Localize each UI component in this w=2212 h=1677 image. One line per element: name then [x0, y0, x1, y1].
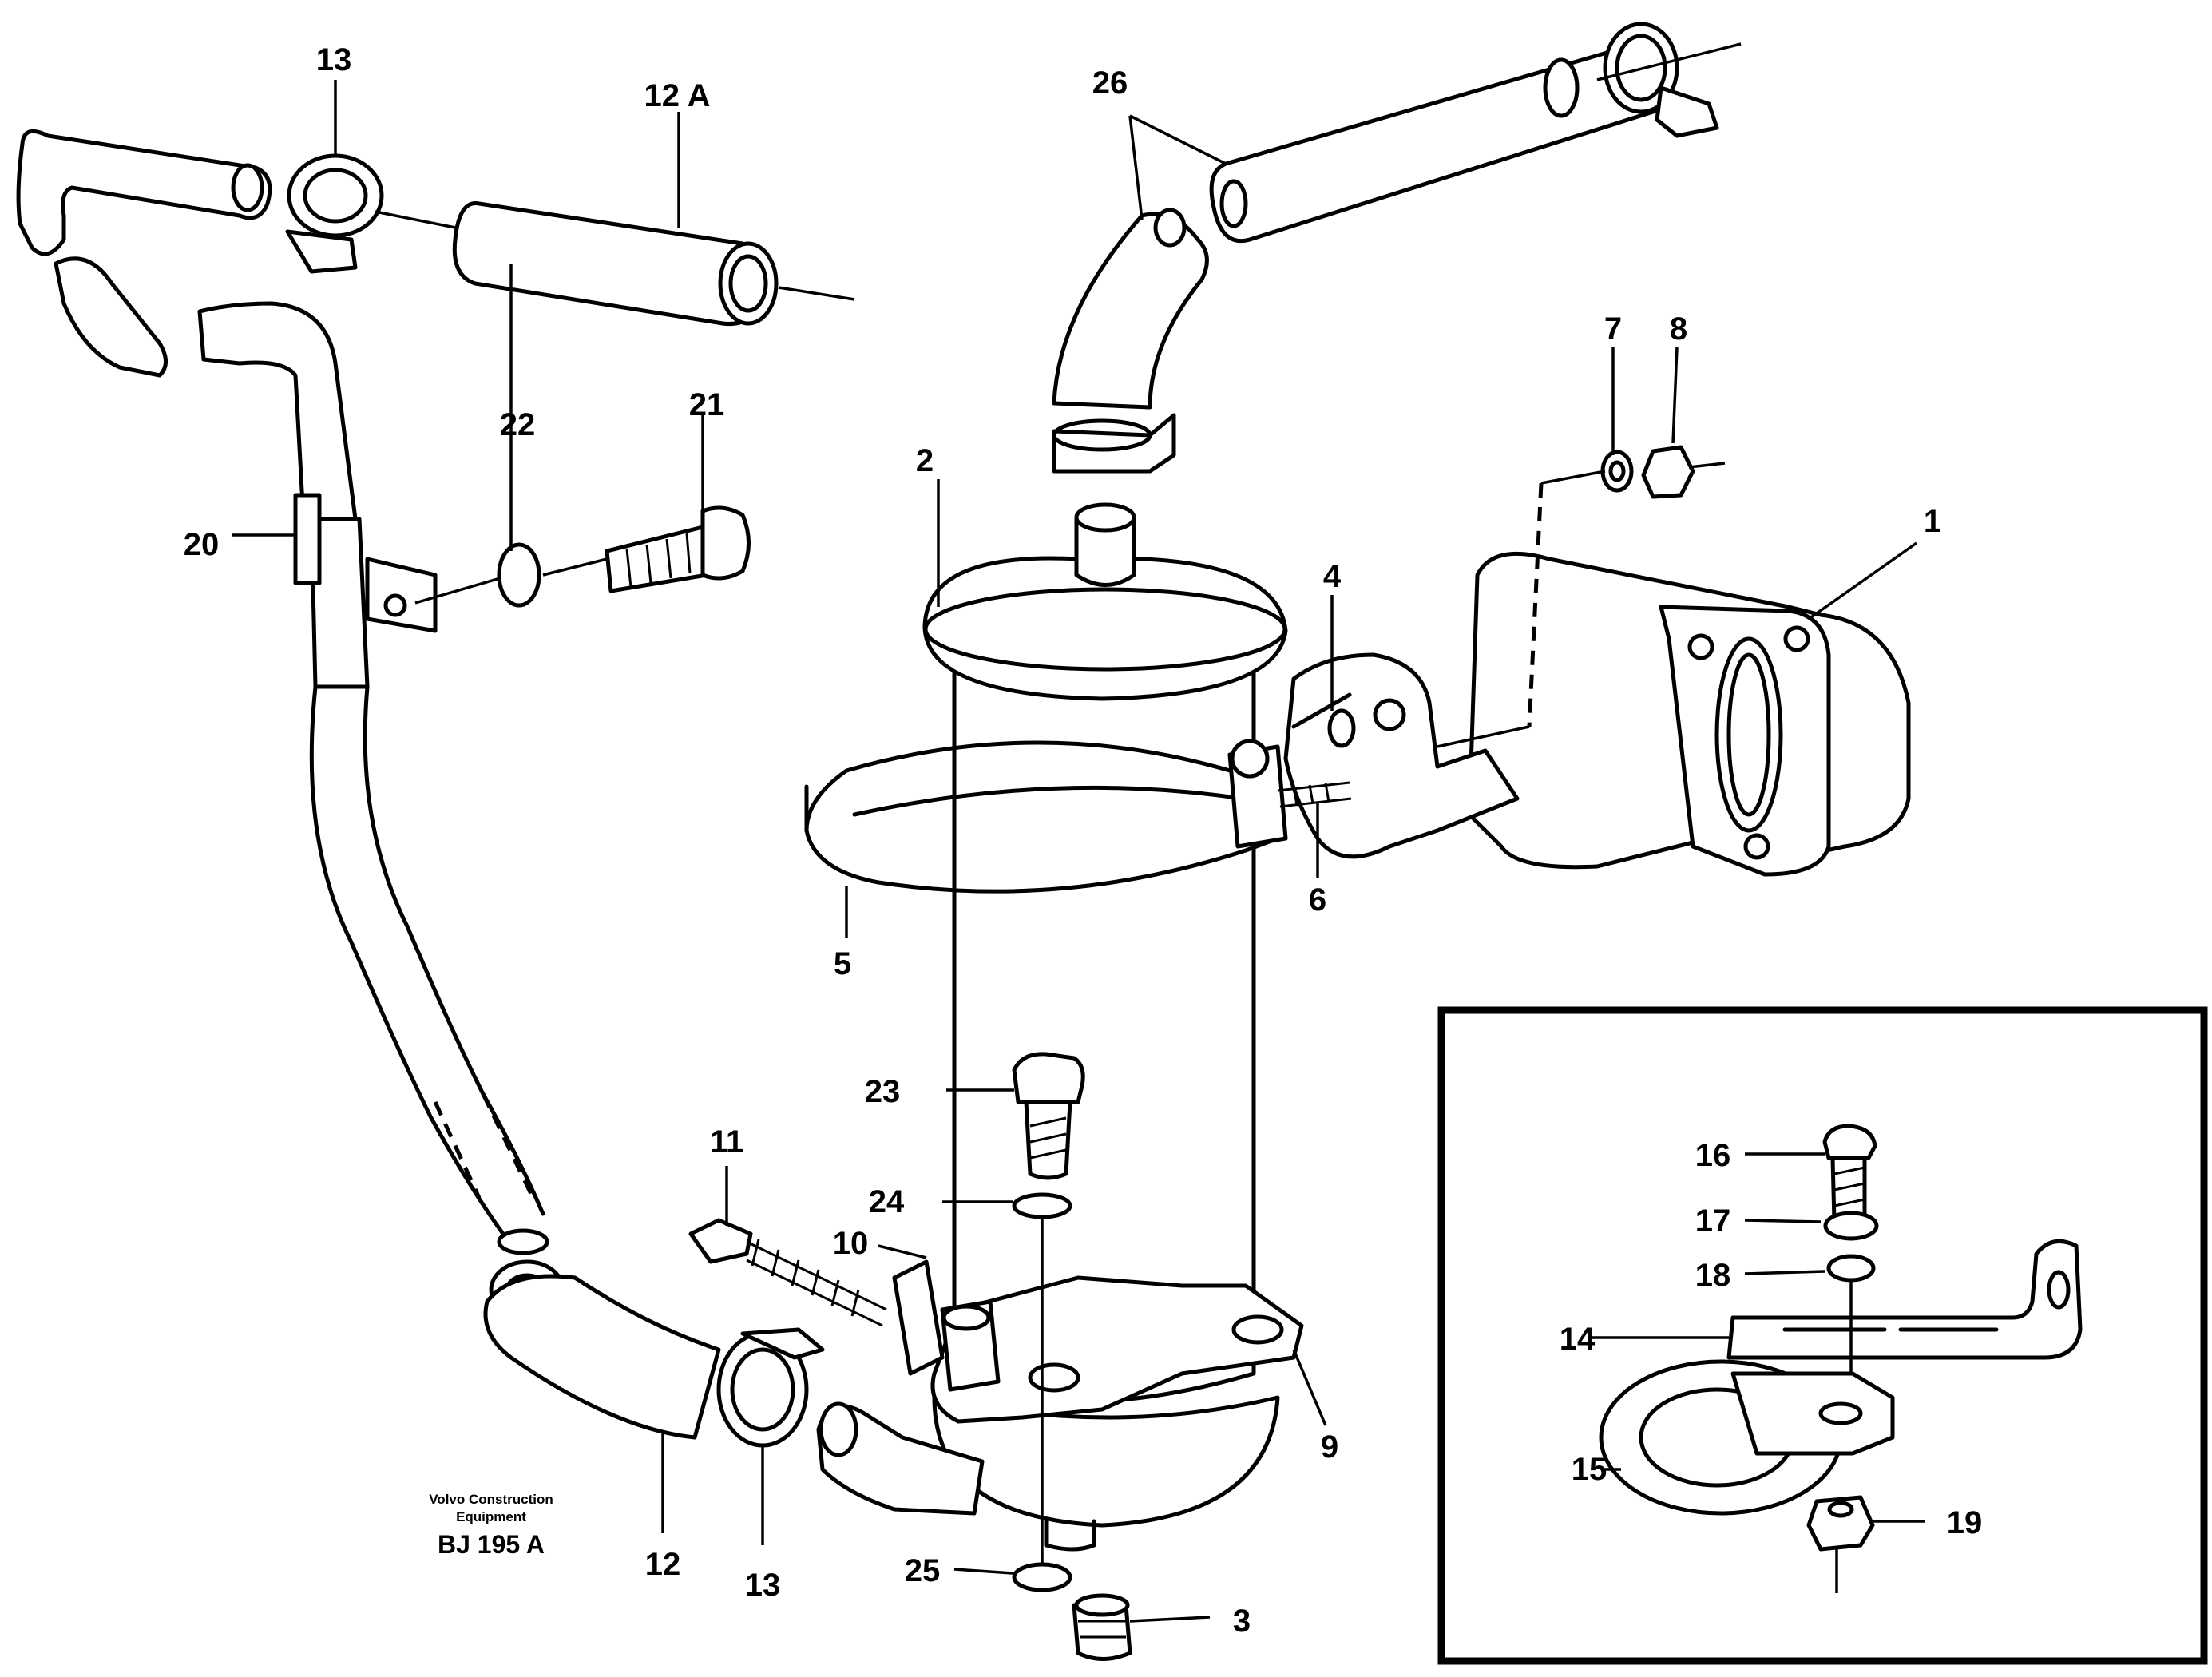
supply-hose-upper [16, 129, 855, 689]
caption-block: Volvo Construction Equipment BJ 195 A [429, 1492, 553, 1559]
callout-12a: 12 A [644, 78, 710, 113]
callout-11: 11 [710, 1124, 743, 1160]
caption-company-line2: Equipment [456, 1509, 526, 1524]
callout-16: 16 [1695, 1138, 1731, 1173]
callout-17: 17 [1695, 1203, 1731, 1239]
callout-18: 18 [1695, 1258, 1731, 1293]
callout-6: 6 [1309, 882, 1326, 918]
filter-housing [922, 502, 1288, 1552]
bolt-stack [1012, 1052, 1132, 1661]
leader-lines [232, 80, 1925, 1623]
callout-19: 19 [1947, 1505, 1983, 1540]
callout-1: 1 [1924, 504, 1941, 539]
caption-company-line1: Volvo Construction [429, 1492, 553, 1507]
callout-23: 23 [865, 1074, 901, 1109]
callout-20: 20 [184, 527, 220, 562]
caption-drawing-code: BJ 195 A [438, 1530, 545, 1559]
return-hose [1052, 22, 1742, 474]
callout-14: 14 [1560, 1322, 1596, 1357]
callout-13-bottom: 13 [745, 1568, 781, 1603]
callout-24: 24 [869, 1184, 905, 1219]
callout-12: 12 [645, 1547, 681, 1582]
callout-2: 2 [916, 443, 934, 478]
bracket-and-banjo [293, 493, 751, 633]
callout-9: 9 [1321, 1429, 1338, 1465]
callout-26: 26 [1092, 65, 1128, 101]
supply-hose-lower [309, 684, 985, 1516]
callout-5: 5 [834, 946, 851, 981]
detail-inset [1437, 1006, 2208, 1665]
callout-3: 3 [1233, 1604, 1251, 1639]
callout-8: 8 [1670, 311, 1687, 347]
console-fasteners [1327, 445, 1726, 748]
callout-7: 7 [1604, 311, 1622, 347]
callout-labels: 13 12 A 26 2 1 4 7 8 6 5 9 22 21 20 11 1… [184, 42, 1983, 1639]
callout-21: 21 [689, 387, 725, 422]
callout-22: 22 [500, 407, 536, 442]
strap-clamp [804, 739, 1288, 894]
callout-13-top: 13 [316, 42, 352, 77]
callout-15: 15 [1572, 1452, 1607, 1487]
bleed-screw-assembly [688, 1218, 1001, 1392]
callout-4: 4 [1323, 559, 1342, 594]
callout-25: 25 [905, 1553, 941, 1588]
filter-console [1277, 551, 1911, 877]
callout-10: 10 [833, 1226, 869, 1261]
